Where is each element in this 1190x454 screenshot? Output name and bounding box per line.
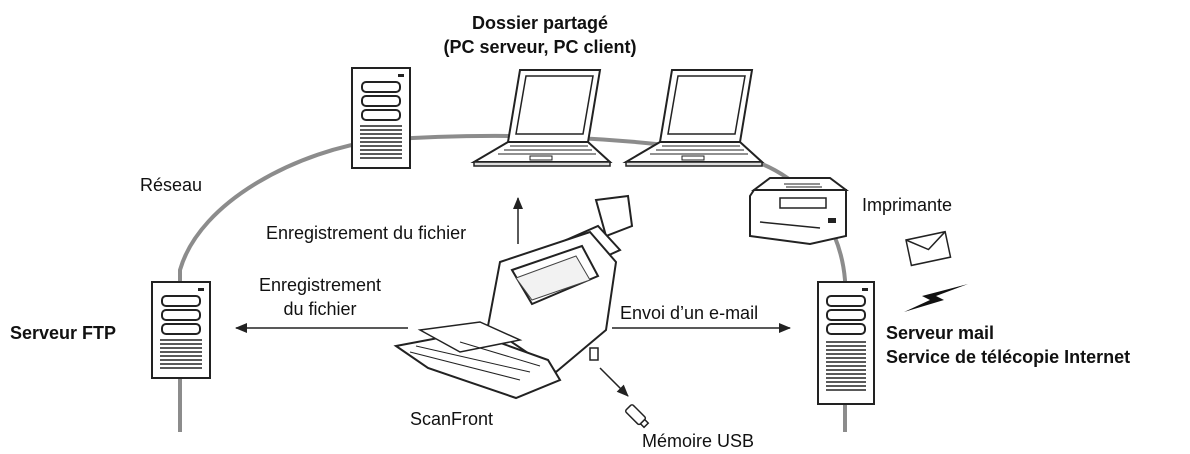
mail-server-icon [817, 281, 875, 405]
envelope-icon [905, 230, 952, 267]
mail-server-label-line2: Service de télécopie Internet [886, 347, 1131, 367]
shared-folder-subtitle: (PC serveur, PC client) [443, 37, 637, 57]
usb-memory-label: Mémoire USB [642, 431, 755, 451]
save-file-left-label-line2: du fichier [283, 299, 357, 319]
printer-label: Imprimante [862, 195, 953, 215]
laptop-icon [470, 69, 613, 167]
ftp-server-icon [151, 281, 211, 379]
arrow-to-usb-memory [599, 367, 629, 397]
network-label: Réseau [140, 175, 203, 195]
server-top-icon [351, 67, 411, 169]
save-file-top-label: Enregistrement du fichier [266, 223, 467, 243]
shared-folder-title: Dossier partagé [471, 13, 609, 33]
ftp-server-label: Serveur FTP [10, 323, 117, 343]
printer-icon [749, 177, 849, 246]
lightning-icon [904, 284, 968, 312]
laptop-icon [622, 69, 765, 167]
usb-memory-icon [625, 404, 650, 429]
scanner-label: ScanFront [410, 409, 494, 429]
mail-server-label-line1: Serveur mail [886, 323, 995, 343]
save-file-left-label-line1: Enregistrement [258, 275, 382, 295]
send-email-label: Envoi d’un e-mail [620, 303, 759, 323]
scanner-icon [393, 194, 634, 400]
